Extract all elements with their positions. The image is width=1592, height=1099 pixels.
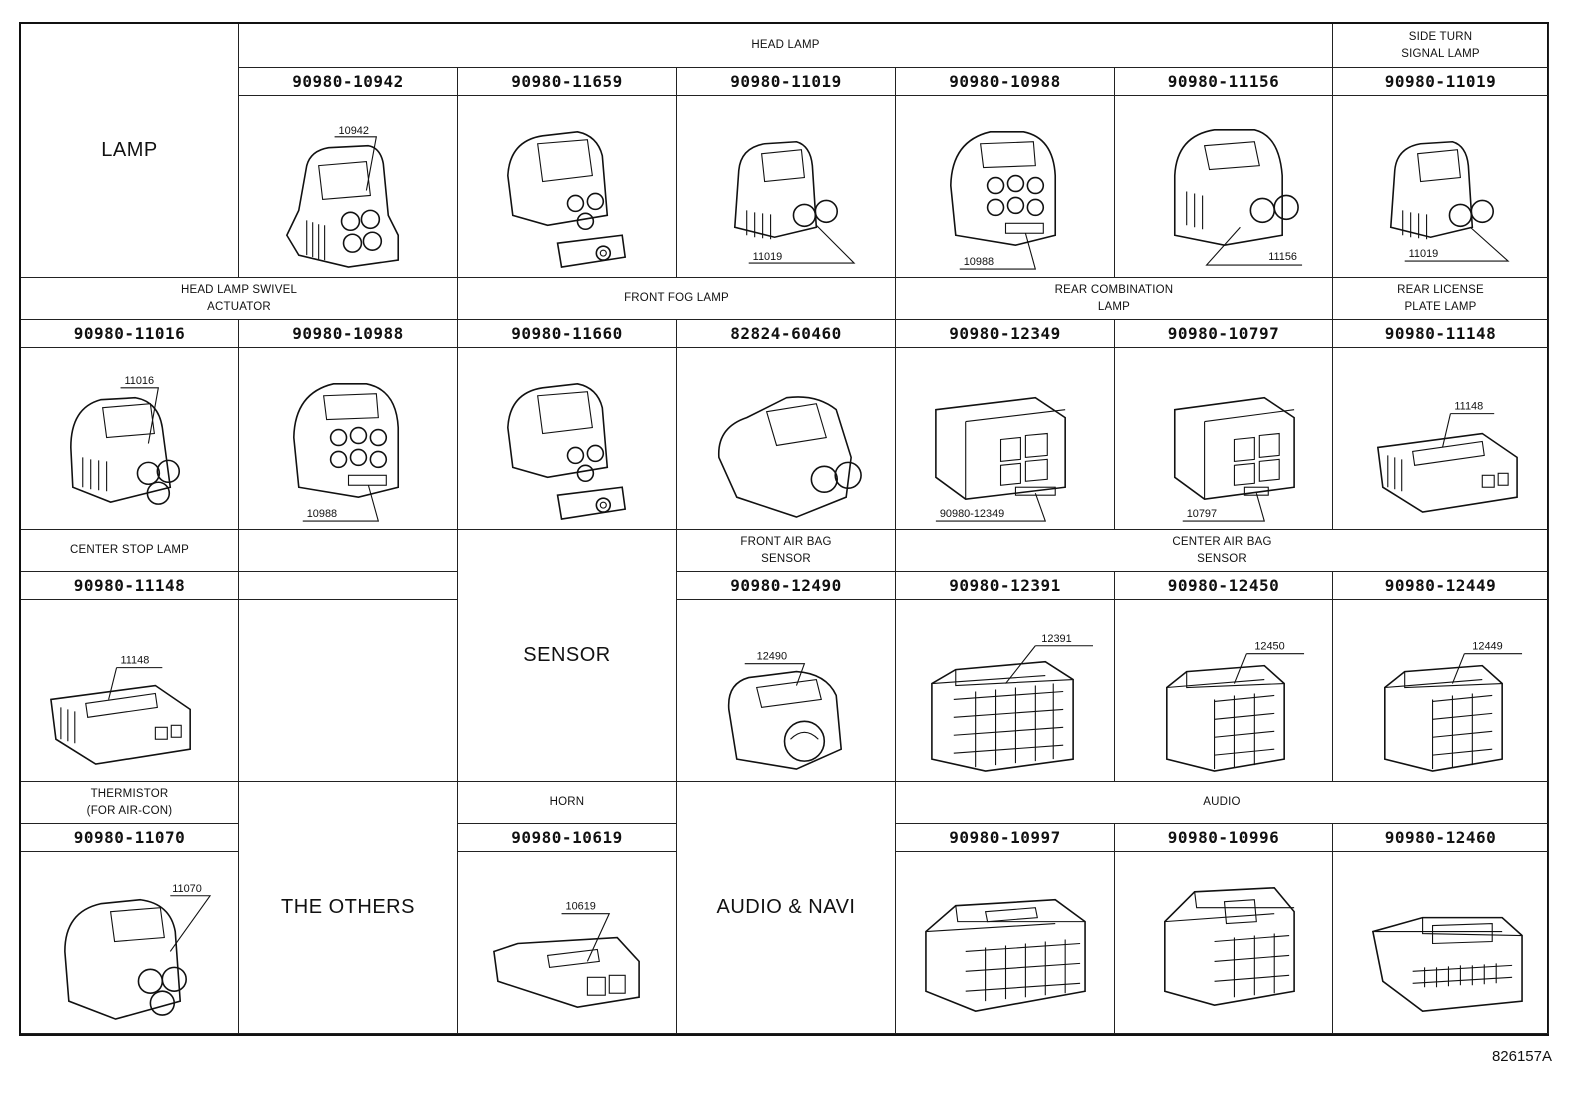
part-number: 90980-10942 xyxy=(239,68,458,96)
connector-illustration: 10988 xyxy=(896,96,1115,278)
part-label: 11019 xyxy=(753,251,783,263)
category-front-air-bag-sensor: FRONT AIR BAG SENSOR xyxy=(677,530,896,572)
category-head-lamp-swivel-actuator: HEAD LAMP SWIVEL ACTUATOR xyxy=(21,278,458,320)
group-lamp: LAMP xyxy=(21,24,239,278)
part-number: 90980-10997 xyxy=(896,824,1115,852)
group-sensor: SENSOR xyxy=(458,530,677,782)
category-side-turn-signal-lamp: SIDE TURN SIGNAL LAMP xyxy=(1333,24,1549,68)
part-number: 90980-12449 xyxy=(1333,572,1549,600)
part-number: 90980-12450 xyxy=(1115,572,1333,600)
connector-illustration xyxy=(458,96,677,278)
part-number: 90980-12490 xyxy=(677,572,896,600)
connector-illustration: 10988 xyxy=(239,348,458,530)
part-number: 90980-12391 xyxy=(896,572,1115,600)
connector-illustration: 12449 xyxy=(1333,600,1549,782)
connector-illustration xyxy=(896,852,1115,1034)
part-label: 11148 xyxy=(1454,401,1483,413)
part-number: 90980-11019 xyxy=(677,68,896,96)
connector-illustration: 11148 xyxy=(1333,348,1549,530)
part-number: 90980-10797 xyxy=(1115,320,1333,348)
connector-illustration: 11019 xyxy=(677,96,896,278)
connector-illustration: 11148 xyxy=(21,600,239,782)
sheet-id: 826157A xyxy=(1491,1048,1552,1065)
part-label: 90980-12349 xyxy=(940,508,1004,520)
group-the-others: THE OTHERS xyxy=(239,782,458,1034)
connector-table: LAMP HEAD LAMP SIDE TURN SIGNAL LAMP 909… xyxy=(19,22,1549,1036)
part-number: 90980-11660 xyxy=(458,320,677,348)
group-audio-navi: AUDIO & NAVI xyxy=(677,782,896,1034)
category-horn: HORN xyxy=(458,782,677,824)
category-audio: AUDIO xyxy=(896,782,1549,824)
connector-illustration: 12391 xyxy=(896,600,1115,782)
connector-illustration xyxy=(1333,852,1549,1034)
part-label: 10988 xyxy=(964,256,994,268)
part-label: 11019 xyxy=(1409,248,1439,260)
part-number: 90980-10988 xyxy=(239,320,458,348)
connector-illustration: 10797 xyxy=(1115,348,1333,530)
part-number: 82824-60460 xyxy=(677,320,896,348)
connector-illustration: 11070 xyxy=(21,852,239,1034)
connector-illustration xyxy=(677,348,896,530)
part-label: 11016 xyxy=(125,375,155,387)
part-number: 90980-12349 xyxy=(896,320,1115,348)
connector-illustration: 11016 xyxy=(21,348,239,530)
part-number: 90980-11070 xyxy=(21,824,239,852)
connector-illustration: 12450 xyxy=(1115,600,1333,782)
part-number: 90980-11148 xyxy=(1333,320,1549,348)
part-label: 10619 xyxy=(566,901,596,913)
part-number: 90980-11156 xyxy=(1115,68,1333,96)
part-number: 90980-11148 xyxy=(21,572,239,600)
empty-cell xyxy=(239,530,458,572)
connector-illustration: 10942 xyxy=(239,96,458,278)
part-number: 90980-11019 xyxy=(1333,68,1549,96)
part-label: 10988 xyxy=(307,508,337,520)
category-front-fog-lamp: FRONT FOG LAMP xyxy=(458,278,896,320)
part-number: 90980-12460 xyxy=(1333,824,1549,852)
part-number: 90980-11659 xyxy=(458,68,677,96)
part-number: 90980-10996 xyxy=(1115,824,1333,852)
empty-cell xyxy=(239,572,458,600)
category-thermistor: THERMISTOR (FOR AIR-CON) xyxy=(21,782,239,824)
part-label: 11070 xyxy=(172,883,202,895)
part-label: 12449 xyxy=(1472,641,1502,653)
part-label: 12490 xyxy=(757,651,787,663)
part-number: 90980-10988 xyxy=(896,68,1115,96)
part-label: 11156 xyxy=(1268,251,1297,263)
part-label: 12450 xyxy=(1254,641,1284,653)
part-number: 90980-10619 xyxy=(458,824,677,852)
category-rear-license-plate-lamp: REAR LICENSE PLATE LAMP xyxy=(1333,278,1549,320)
connector-illustration: 10619 xyxy=(458,852,677,1034)
empty-cell xyxy=(239,600,458,782)
category-center-air-bag-sensor: CENTER AIR BAG SENSOR xyxy=(896,530,1549,572)
connector-illustration: 12490 xyxy=(677,600,896,782)
part-number: 90980-11016 xyxy=(21,320,239,348)
connector-illustration xyxy=(458,348,677,530)
category-center-stop-lamp: CENTER STOP LAMP xyxy=(21,530,239,572)
connector-illustration: 11156 xyxy=(1115,96,1333,278)
connector-illustration xyxy=(1115,852,1333,1034)
part-label: 10797 xyxy=(1187,508,1217,520)
connector-illustration: 11019 xyxy=(1333,96,1549,278)
category-rear-combination-lamp: REAR COMBINATION LAMP xyxy=(896,278,1333,320)
connector-illustration: 90980-12349 xyxy=(896,348,1115,530)
part-label: 12391 xyxy=(1041,633,1071,645)
part-label: 10942 xyxy=(339,125,369,137)
part-label: 11148 xyxy=(121,655,150,667)
category-head-lamp: HEAD LAMP xyxy=(239,24,1333,68)
